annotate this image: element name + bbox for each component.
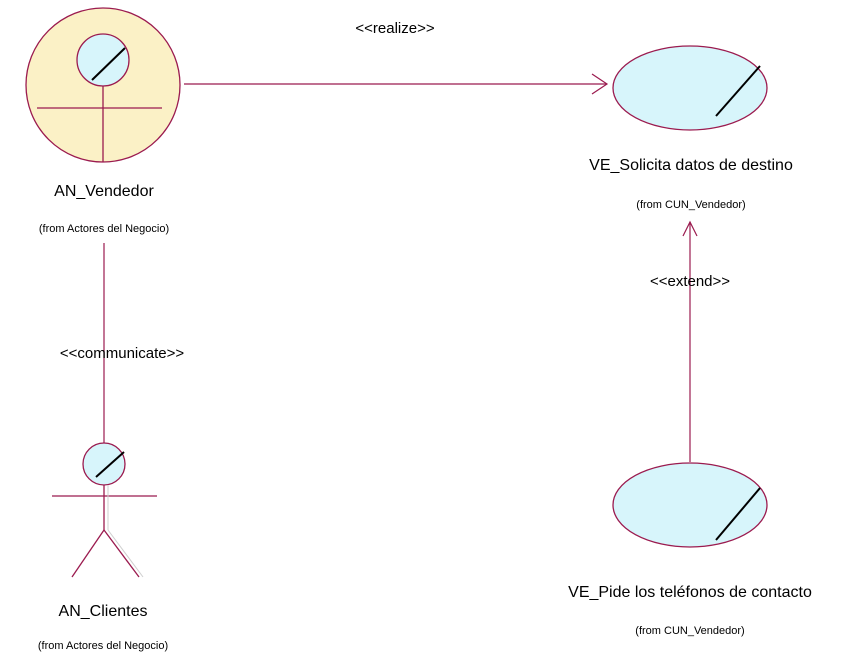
vendedor-name: AN_Vendedor xyxy=(54,183,154,200)
worker-head-icon xyxy=(76,33,130,87)
business-use-case-icon xyxy=(612,45,768,131)
business-use-case-solicita[interactable]: VE_Solicita datos de destino (from CUN_V… xyxy=(589,45,793,211)
pide-name: VE_Pide los teléfonos de contacto xyxy=(568,584,812,601)
extend-relation[interactable]: <<extend>> xyxy=(650,220,730,462)
business-worker-vendedor[interactable]: AN_Vendedor (from Actores del Negocio) xyxy=(25,7,181,235)
realize-arrowhead xyxy=(591,73,609,95)
realize-stereotype-label: <<realize>> xyxy=(355,20,434,37)
actor-left-leg-icon xyxy=(71,529,105,578)
business-use-case-pide[interactable]: VE_Pide los teléfonos de contacto (from … xyxy=(568,462,812,637)
business-actor-clientes[interactable]: AN_Clientes (from Actores del Negocio) xyxy=(38,442,168,652)
actor-leg-shadow-icon xyxy=(107,529,144,578)
clientes-from: (from Actores del Negocio) xyxy=(38,640,168,652)
solicita-name: VE_Solicita datos de destino xyxy=(589,157,793,174)
solicita-from: (from CUN_Vendedor) xyxy=(636,199,745,211)
actor-slash-icon xyxy=(95,451,125,478)
communicate-relation[interactable]: <<communicate>> xyxy=(60,243,184,443)
realize-relation[interactable]: <<realize>> xyxy=(184,20,609,95)
use-case-slash-icon xyxy=(715,487,761,541)
actor-head-icon xyxy=(82,442,126,486)
communicate-stereotype-label: <<communicate>> xyxy=(60,345,184,362)
pide-from: (from CUN_Vendedor) xyxy=(635,625,744,637)
use-case-slash-icon xyxy=(715,65,761,117)
actor-right-leg-icon xyxy=(103,529,140,578)
vendedor-from: (from Actores del Negocio) xyxy=(39,223,169,235)
worker-slash-icon xyxy=(91,47,126,81)
extend-arrowhead xyxy=(682,220,698,237)
business-use-case-icon xyxy=(612,462,768,548)
clientes-name: AN_Clientes xyxy=(59,603,148,620)
extend-stereotype-label: <<extend>> xyxy=(650,273,730,290)
